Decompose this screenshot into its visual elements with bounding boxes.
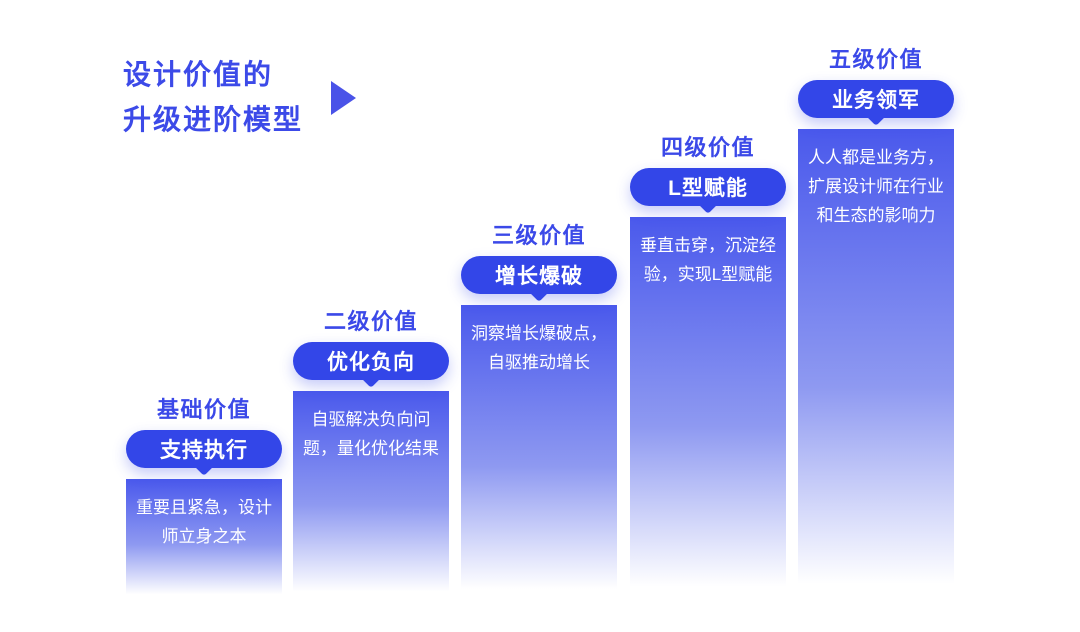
level-badge: 优化负向 [293, 342, 449, 388]
level-badge-label: 增长爆破 [495, 265, 583, 288]
diagram-header: 设计价值的 升级进阶模型 [123, 52, 356, 142]
level-column-2: 二级价值 优化负向 自驱解决负向问题，量化优化结果 [293, 310, 449, 598]
level-title: 二级价值 [323, 309, 418, 334]
level-badge-label: 优化负向 [327, 351, 415, 374]
level-column-1: 基础价值 支持执行 重要且紧急，设计师立身之本 [126, 398, 282, 598]
level-badge: 支持执行 [126, 430, 282, 476]
page-title: 设计价值的 升级进阶模型 [123, 52, 303, 142]
level-description: 垂直击穿，沉淀经验，实现L型赋能 [640, 236, 776, 284]
level-badge: L型赋能 [630, 168, 786, 214]
level-description: 洞察增长爆破点，自驱推动增长 [471, 324, 607, 372]
level-badge-label: 支持执行 [160, 439, 248, 462]
level-column-5: 五级价值 业务领军 人人都是业务方，扩展设计师在行业和生态的影响力 [798, 48, 954, 598]
level-badge: 业务领军 [798, 80, 954, 126]
level-description: 人人都是业务方，扩展设计师在行业和生态的影响力 [808, 148, 944, 225]
level-description-panel: 重要且紧急，设计师立身之本 [126, 479, 282, 598]
level-badge-label: L型赋能 [668, 177, 748, 200]
level-description-panel: 洞察增长爆破点，自驱推动增长 [461, 305, 617, 598]
level-title: 四级价值 [660, 135, 755, 160]
level-description: 重要且紧急，设计师立身之本 [136, 498, 272, 546]
level-description-panel: 人人都是业务方，扩展设计师在行业和生态的影响力 [798, 129, 954, 598]
right-triangle-icon [331, 81, 356, 115]
level-badge: 增长爆破 [461, 256, 617, 302]
page-title-line2: 升级进阶模型 [123, 104, 304, 135]
level-title: 五级价值 [828, 47, 923, 72]
page-title-line1: 设计价值的 [123, 59, 274, 90]
level-description-panel: 垂直击穿，沉淀经验，实现L型赋能 [630, 217, 786, 598]
level-description: 自驱解决负向问题，量化优化结果 [303, 410, 439, 458]
level-title: 三级价值 [491, 223, 586, 248]
level-badge-label: 业务领军 [832, 89, 920, 112]
level-column-3: 三级价值 增长爆破 洞察增长爆破点，自驱推动增长 [461, 224, 617, 598]
level-title: 基础价值 [156, 397, 251, 422]
level-description-panel: 自驱解决负向问题，量化优化结果 [293, 391, 449, 598]
level-column-4: 四级价值 L型赋能 垂直击穿，沉淀经验，实现L型赋能 [630, 136, 786, 598]
